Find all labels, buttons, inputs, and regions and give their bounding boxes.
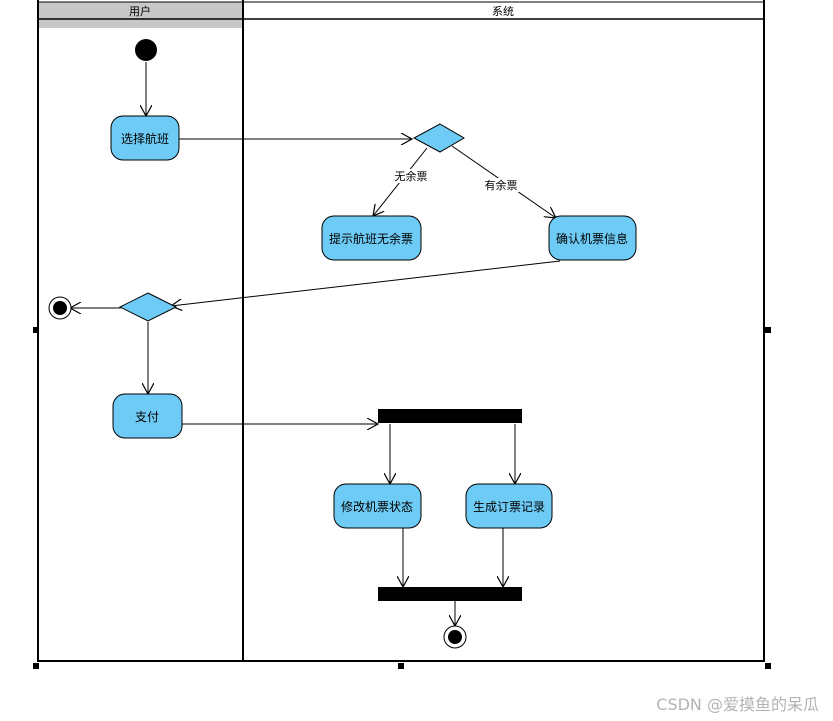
swimlane-frame: 用户 系统 — [37, 0, 765, 662]
activity-modify-ticket-status-label: 修改机票状态 — [341, 499, 413, 514]
resize-handle-bottom-right[interactable] — [765, 663, 771, 669]
activity-confirm-ticket-label: 确认机票信息 — [556, 231, 628, 246]
decision-payment[interactable] — [118, 292, 178, 322]
guard-label-bg-no — [390, 169, 432, 183]
activity-generate-order-record-label: 生成订票记录 — [473, 500, 545, 514]
activity-no-tickets-notice[interactable]: 提示航班无余票 — [321, 215, 422, 261]
activity-pay-label: 支付 — [135, 410, 159, 424]
fork-bar[interactable] — [378, 409, 522, 423]
user-lane-header — [38, 2, 243, 19]
user-lane-label: 用户 — [129, 4, 151, 18]
system-lane-header — [243, 2, 764, 19]
activity-select-flight[interactable]: 选择航班 — [110, 115, 180, 161]
activity-confirm-ticket[interactable]: 确认机票信息 — [548, 215, 637, 261]
resize-handle-right[interactable] — [765, 327, 771, 333]
join-bar[interactable] — [378, 587, 522, 601]
system-lane-label: 系统 — [492, 5, 514, 18]
activity-no-tickets-notice-label: 提示航班无余票 — [329, 231, 413, 246]
activity-modify-ticket-status[interactable]: 修改机票状态 — [333, 483, 422, 529]
resize-handle-bottom[interactable] — [398, 663, 404, 669]
final-node-system[interactable] — [443, 625, 467, 649]
guard-label-bg-yes — [480, 178, 522, 192]
watermark: CSDN @爱摸鱼的呆瓜 — [656, 695, 819, 714]
user-lane-header-shade — [38, 19, 243, 28]
selection-handles — [33, 327, 771, 669]
activity-select-flight-label: 选择航班 — [121, 131, 169, 146]
edge-confirm-to-decision2 — [171, 260, 561, 306]
final-node-user[interactable] — [48, 296, 72, 320]
activity-pay[interactable]: 支付 — [112, 393, 183, 439]
guard-has-tickets: 有余票 — [485, 178, 518, 192]
activity-generate-order-record[interactable]: 生成订票记录 — [465, 483, 553, 529]
resize-handle-bottom-left[interactable] — [33, 663, 39, 669]
initial-node[interactable] — [135, 39, 157, 61]
resize-handle-left[interactable] — [33, 327, 39, 333]
guard-no-tickets: 无余票 — [395, 169, 428, 183]
decision-ticket-availability[interactable] — [412, 123, 465, 153]
